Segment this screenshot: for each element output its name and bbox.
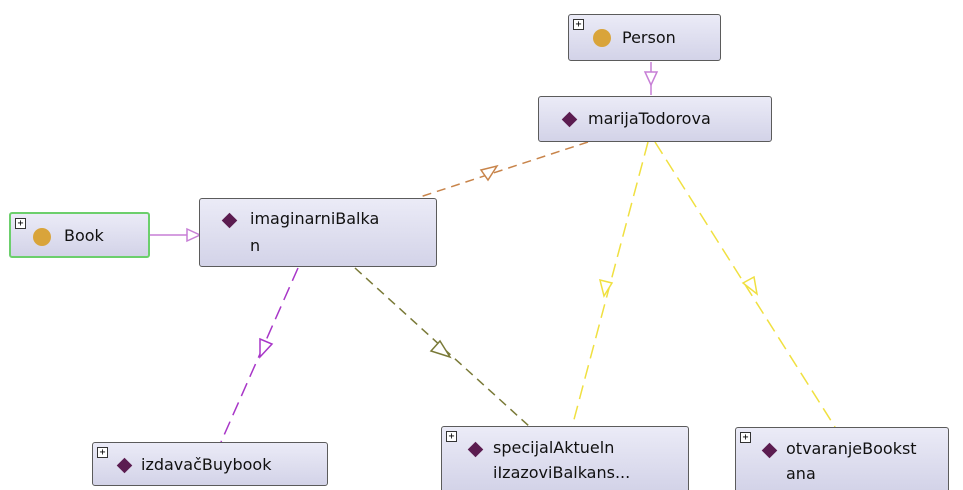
edge-marija-otvaranje-arrow [741, 275, 759, 296]
node-otvaranje-bookstana-line1: otvaranjeBookst [786, 439, 917, 458]
node-marija-todorova[interactable]: marijaTodorova [538, 96, 772, 142]
expand-icon[interactable]: + [15, 218, 26, 229]
class-circle-icon [593, 29, 611, 47]
expand-icon[interactable]: + [446, 431, 457, 442]
node-book[interactable]: + Book [9, 212, 150, 258]
node-otvaranje-bookstana-line2: ana [786, 464, 816, 483]
edge-book-imaginarni-arrow [186, 227, 202, 243]
node-marija-todorova-label: marijaTodorova [588, 109, 711, 128]
individual-diamond-icon [467, 441, 484, 458]
node-imaginarni-balkan-line1: imaginarniBalka [250, 209, 380, 228]
node-imaginarni-balkan-line2: n [250, 236, 261, 255]
individual-diamond-icon [221, 212, 238, 229]
node-specijal-aktuelni[interactable]: + specijalAktueln iIzazoviBalkans... [441, 426, 689, 490]
edge-marija-specijal-arrow [598, 278, 614, 298]
edge-imaginarni-izdavac-arrow [259, 337, 274, 359]
node-person[interactable]: + Person [568, 14, 721, 61]
node-izdavac-buybook[interactable]: + izdavačBuybook [92, 442, 328, 486]
node-person-label: Person [622, 28, 676, 47]
individual-diamond-icon [761, 442, 778, 459]
individual-diamond-icon [561, 111, 578, 128]
node-book-label: Book [64, 226, 104, 245]
node-otvaranje-bookstana[interactable]: + otvaranjeBookst ana [735, 427, 949, 490]
edge-marija-imaginarni-arrow [479, 164, 499, 182]
expand-icon[interactable]: + [573, 19, 584, 30]
edge-imaginarni-specijal-arrow [429, 339, 452, 359]
expand-icon[interactable]: + [97, 447, 108, 458]
node-specijal-aktuelni-line2: iIzazoviBalkans... [493, 463, 631, 482]
individual-diamond-icon [116, 457, 133, 474]
node-izdavac-buybook-label: izdavačBuybook [141, 455, 272, 474]
expand-icon[interactable]: + [740, 432, 751, 443]
edge-marija-imaginarni [419, 141, 589, 198]
class-circle-icon [33, 228, 51, 246]
node-specijal-aktuelni-line1: specijalAktueln [493, 438, 615, 457]
node-imaginarni-balkan[interactable]: imaginarniBalka n [199, 198, 437, 267]
edge-person-marija-arrow [643, 71, 659, 87]
edge-imaginarni-specijal [354, 267, 531, 428]
